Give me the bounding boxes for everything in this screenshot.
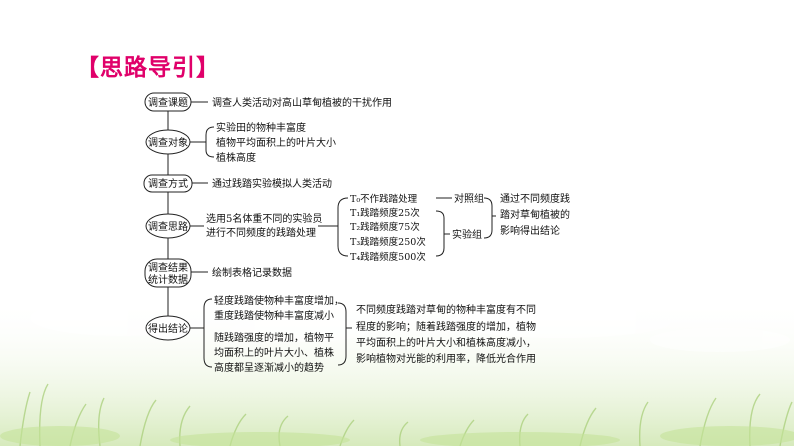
node-subject-ellipse xyxy=(145,129,191,155)
node-method: 调查方式 xyxy=(148,177,188,190)
treatment-t2: T₂践踏频度75次 xyxy=(350,221,420,233)
subject-item-1: 实验田的物种丰富度 xyxy=(216,121,306,134)
topic-text: 调查人类活动对高山草甸植被的干扰作用 xyxy=(212,96,392,109)
purpose-line3: 影响得出结论 xyxy=(500,224,560,237)
node-results-box xyxy=(144,258,192,288)
conclusion-line3: 平均面积上的叶片大小和植株高度减小， xyxy=(356,336,536,349)
node-subject: 调查对象 xyxy=(148,136,188,149)
conclusion-line1: 不同频度践踏对草甸的物种丰富度有不同 xyxy=(356,303,536,316)
approach-method-line2: 进行不同频度的践踏处理 xyxy=(206,226,316,239)
purpose-line1: 通过不同频度践 xyxy=(500,192,570,205)
method-text: 通过践踏实验模拟人类活动 xyxy=(212,177,332,190)
finding-1-line2: 重度践踏使物种丰富度减小 xyxy=(214,309,334,322)
treatment-t4: T₄践踏频度500次 xyxy=(350,251,426,263)
node-conclusion-ellipse xyxy=(145,315,191,341)
node-approach-ellipse xyxy=(145,213,191,239)
purpose-line2: 踏对草甸植被的 xyxy=(500,208,570,221)
treatment-t1: T₁践踏频度25次 xyxy=(350,207,420,219)
control-group-label: 对照组 xyxy=(454,192,484,205)
finding-1-line1: 轻度践踏使物种丰富度增加， xyxy=(214,294,344,307)
node-conclusion: 得出结论 xyxy=(148,322,188,335)
conclusion-line2: 程度的影响；随着践踏强度的增加，植物 xyxy=(356,320,536,333)
results-text: 绘制表格记录数据 xyxy=(212,266,292,279)
finding-2-line2: 均面积上的叶片大小、植株 xyxy=(214,346,334,359)
approach-method-line1: 选用5名体重不同的实验员 xyxy=(206,212,322,225)
subject-item-3: 植株高度 xyxy=(216,151,256,164)
treatment-t0: T₀不作践踏处理 xyxy=(350,193,418,205)
treatment-t3: T₃践踏频度250次 xyxy=(350,236,426,248)
node-approach: 调查思路 xyxy=(148,220,188,233)
experimental-group-label: 实验组 xyxy=(452,228,482,241)
node-results-line1: 调查结果 xyxy=(148,261,188,274)
node-topic-box xyxy=(144,92,192,112)
node-method-box xyxy=(143,174,193,193)
finding-2-line3: 高度都呈逐渐减小的趋势 xyxy=(214,361,324,374)
finding-2-line1: 随践踏强度的增加，植物平 xyxy=(214,331,334,344)
node-results-line2: 统计数据 xyxy=(148,273,188,286)
conclusion-line4: 影响植物对光能的利用率，降低光合作用 xyxy=(356,352,536,365)
node-topic: 调查课题 xyxy=(148,96,188,109)
section-heading: 【思路导引】 xyxy=(76,55,220,81)
subject-item-2: 植物平均面积上的叶片大小 xyxy=(216,136,336,149)
